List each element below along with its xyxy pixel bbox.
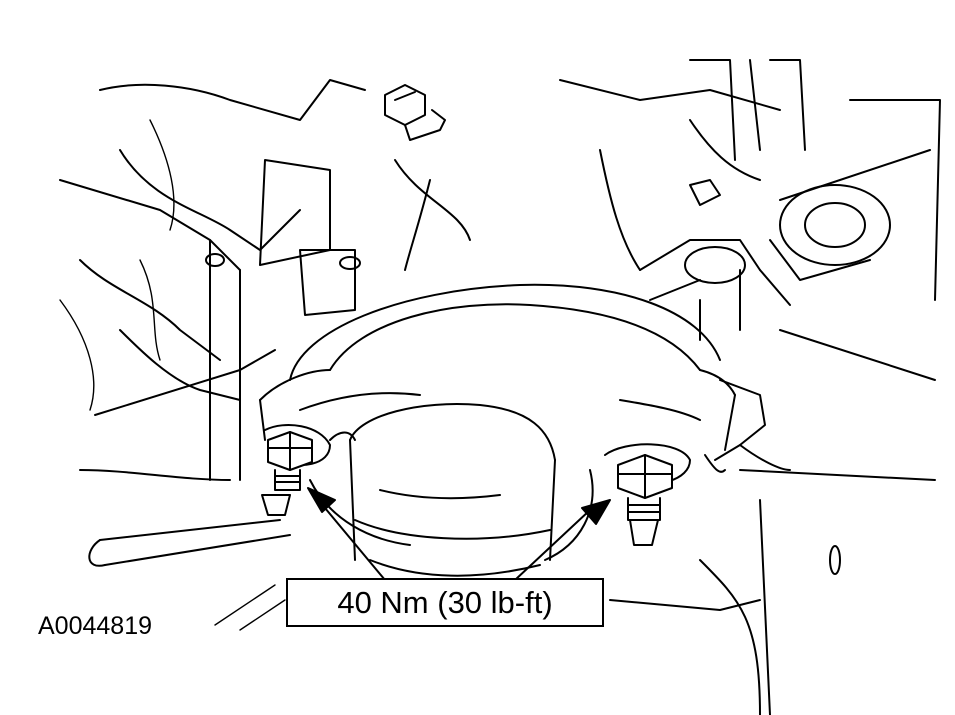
bottom-lines [214, 584, 761, 631]
torque-callout-leaders [307, 487, 611, 581]
torque-value-label: 40 Nm (30 lb-ft) [337, 584, 553, 620]
figure-id-label: A0044819 [38, 612, 153, 640]
torque-callout: 40 Nm (30 lb-ft) [286, 578, 604, 627]
exhaust-flange [259, 283, 791, 577]
pointer-arrow-left-icon [307, 487, 336, 513]
pointer-arrow-right-icon [581, 499, 611, 525]
right-stud-nut [617, 454, 673, 546]
left-stud-nut [261, 431, 313, 516]
background-structure [59, 59, 941, 715]
top-bolt [384, 84, 446, 141]
